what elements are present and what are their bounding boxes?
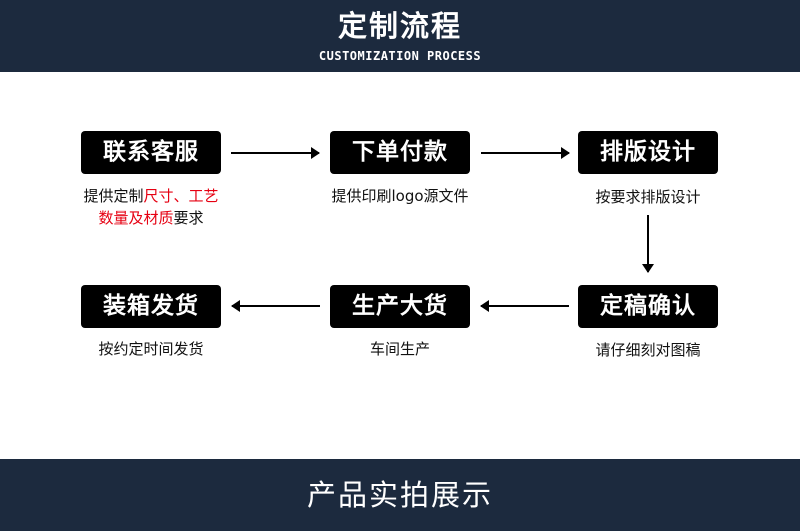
arrow-right-icon: [231, 147, 320, 159]
step-layout-design: 排版设计: [578, 131, 718, 174]
step-pack-ship: 装箱发货: [81, 285, 221, 328]
step-mass-production: 生产大货: [330, 285, 470, 328]
step-mass-production-desc: 车间生产: [369, 340, 430, 358]
header-banner: 定制流程 CUSTOMIZATION PROCESS: [0, 0, 800, 72]
step-contact-service: 联系客服: [81, 131, 221, 174]
step-pack-ship-desc: 按约定时间发货: [98, 340, 204, 358]
footer-title: 产品实拍展示: [306, 478, 493, 512]
page-subtitle: CUSTOMIZATION PROCESS: [318, 49, 482, 63]
step-label: 生产大货: [352, 293, 448, 319]
desc-highlight: 数量及材质: [98, 209, 174, 227]
arrow-down-icon: [642, 215, 654, 273]
desc-text: 提供定制: [83, 187, 144, 205]
arrow-left-icon: [231, 300, 320, 312]
desc-highlight: 尺寸、工艺: [143, 187, 219, 205]
arrow-right-icon: [481, 147, 570, 159]
step-final-confirm-desc: 请仔细刻对图稿: [595, 341, 701, 359]
step-order-payment-desc: 提供印刷logo源文件: [331, 187, 469, 205]
step-label: 下单付款: [352, 139, 448, 165]
step-label: 联系客服: [103, 139, 199, 165]
step-label: 排版设计: [600, 139, 696, 165]
step-contact-service-desc: 提供定制尺寸、工艺 数量及材质要求: [51, 185, 251, 229]
desc-line-2: 数量及材质要求: [51, 207, 251, 229]
desc-text: 要求: [173, 209, 204, 227]
page-title: 定制流程: [337, 9, 462, 43]
footer-banner: 产品实拍展示: [0, 459, 800, 531]
step-order-payment: 下单付款: [330, 131, 470, 174]
step-final-confirm: 定稿确认: [578, 285, 718, 328]
desc-line-1: 提供定制尺寸、工艺: [51, 185, 251, 207]
arrow-left-icon: [480, 300, 569, 312]
step-layout-design-desc: 按要求排版设计: [595, 188, 701, 206]
step-label: 装箱发货: [103, 293, 199, 319]
step-label: 定稿确认: [600, 293, 696, 319]
